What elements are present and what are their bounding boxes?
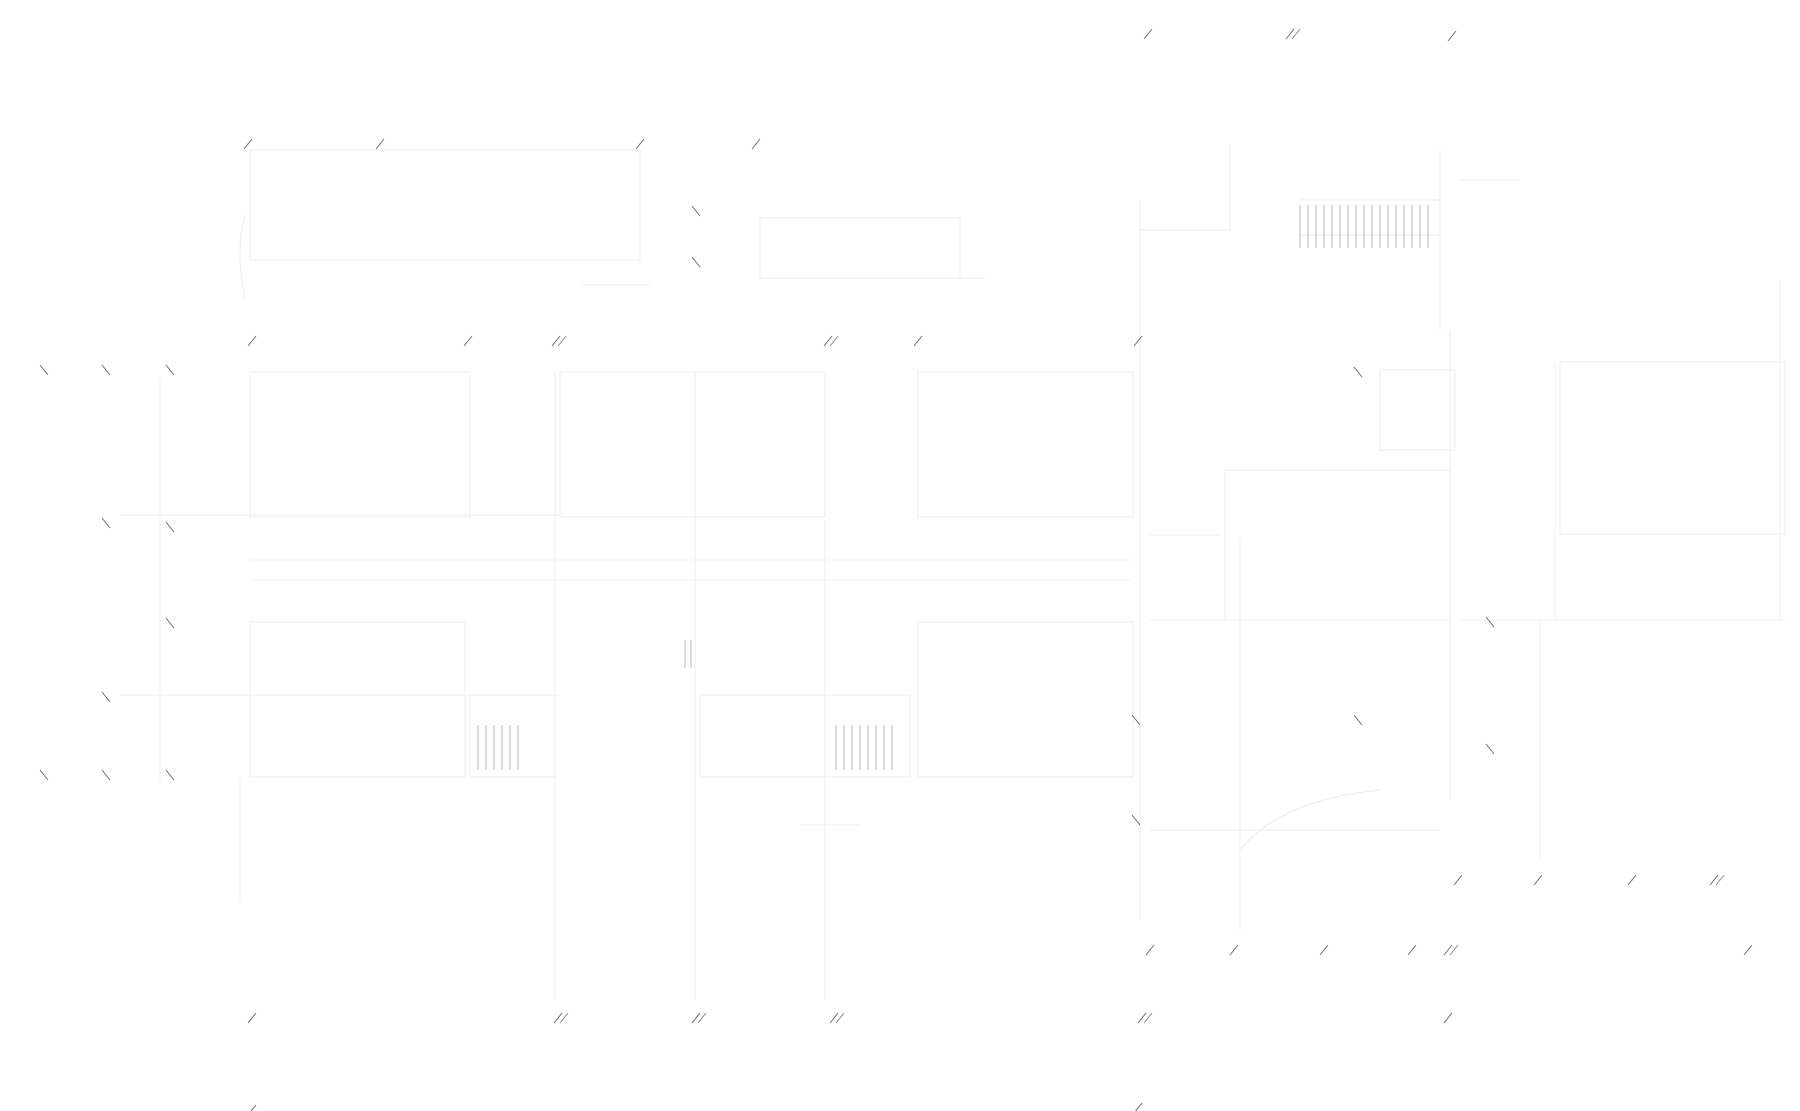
dimension-tick (39, 364, 49, 376)
dimension-tick (829, 335, 839, 347)
dimension-tick (1715, 874, 1725, 886)
dimension-tick (559, 1012, 569, 1024)
dimension-tick (1319, 944, 1329, 956)
dimension-tick (1291, 28, 1301, 40)
dimension-tick (463, 335, 473, 347)
dimension-tick (751, 138, 761, 150)
dimension-tick (101, 517, 111, 529)
dimension-tick (165, 521, 175, 533)
dimension-tick (635, 138, 645, 150)
dimension-tick (165, 617, 175, 629)
dimension-tick (1145, 944, 1155, 956)
dimension-tick (697, 1012, 707, 1024)
dimension-tick (829, 1012, 839, 1024)
dimension-tick (1353, 366, 1363, 378)
room-c1 (1224, 469, 1451, 621)
dimension-tick (691, 1012, 701, 1024)
dimension-tick (1131, 714, 1141, 726)
dimension-tick (101, 769, 111, 781)
dimension-tick (1134, 1102, 1143, 1111)
dimension-tick (691, 205, 701, 217)
dimension-tick (1131, 814, 1141, 826)
room-b1 (249, 621, 466, 778)
room-b3 (699, 694, 911, 778)
dimension-tick (1143, 28, 1153, 40)
room-a2 (559, 371, 826, 518)
dimension-tick (1533, 874, 1543, 886)
dimension-ticks (39, 28, 1753, 1111)
dimension-tick (101, 364, 111, 376)
dimension-tick (1143, 1012, 1153, 1024)
dimension-tick (1485, 616, 1495, 628)
room-hatch (477, 640, 893, 770)
dimension-tick (1447, 30, 1457, 42)
room-c3 (1559, 361, 1786, 535)
dimension-tick (557, 335, 567, 347)
dimension-tick (243, 138, 253, 150)
room-a1 (249, 371, 471, 518)
dimension-tick (101, 691, 111, 703)
dimension-tick (1709, 874, 1719, 886)
room-c2 (1379, 369, 1456, 451)
dimension-tick (375, 138, 385, 150)
room-a3 (917, 371, 1134, 518)
dimension-tick (165, 364, 175, 376)
dimension-tick (165, 769, 175, 781)
dimension-tick (1743, 944, 1753, 956)
dimension-tick (1443, 1012, 1453, 1024)
dimension-tick (1443, 944, 1453, 956)
room-b2 (469, 694, 556, 778)
dimension-tick (247, 335, 257, 347)
right-block-walls (477, 145, 1786, 930)
dimension-tick (1285, 28, 1295, 40)
dimension-tick (1133, 335, 1143, 347)
stair-hatch (1299, 205, 1429, 248)
dimension-tick (1137, 1012, 1147, 1024)
dimension-tick (913, 335, 923, 347)
dimension-tick (1353, 714, 1363, 726)
dimension-tick (823, 335, 833, 347)
dimension-tick (1229, 944, 1239, 956)
dimension-tick (39, 769, 49, 781)
dimension-tick (1627, 874, 1637, 886)
dimension-tick (691, 256, 701, 268)
dimension-tick (553, 1012, 563, 1024)
dimension-tick (835, 1012, 845, 1024)
left-block-walls (120, 149, 1134, 1000)
dimension-tick (247, 1012, 257, 1024)
dimension-tick (1407, 944, 1417, 956)
dimension-tick (1449, 944, 1459, 956)
dimension-tick (551, 335, 561, 347)
room-b4 (917, 621, 1134, 778)
dimension-tick (250, 1104, 257, 1111)
dimension-tick (1453, 874, 1463, 886)
dimension-tick (1485, 743, 1495, 755)
